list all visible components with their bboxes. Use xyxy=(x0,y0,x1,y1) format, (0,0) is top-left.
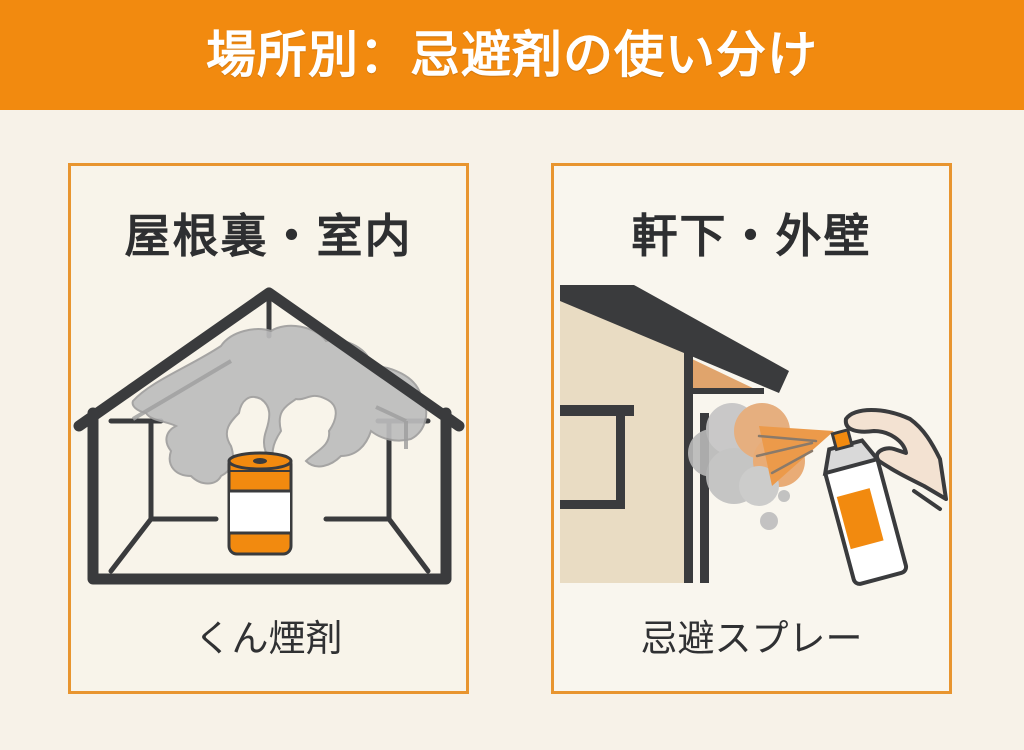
panel-caption: 忌避スプレー xyxy=(640,617,863,660)
panel-eaves-exterior: 軒下・外壁 xyxy=(551,163,952,694)
eaves-spray-can-icon xyxy=(554,281,949,601)
header-banner: 場所別：忌避剤の使い分け xyxy=(0,0,1024,110)
panel-caption: くん煙剤 xyxy=(194,617,343,660)
panel-attic-indoor: 屋根裏・室内 xyxy=(68,163,469,694)
panel-title: 軒下・外壁 xyxy=(631,209,872,263)
house-with-smoke-fogger-icon xyxy=(71,281,466,601)
page-title: 場所別：忌避剤の使い分け xyxy=(206,26,818,84)
panel-title: 屋根裏・室内 xyxy=(124,209,413,263)
